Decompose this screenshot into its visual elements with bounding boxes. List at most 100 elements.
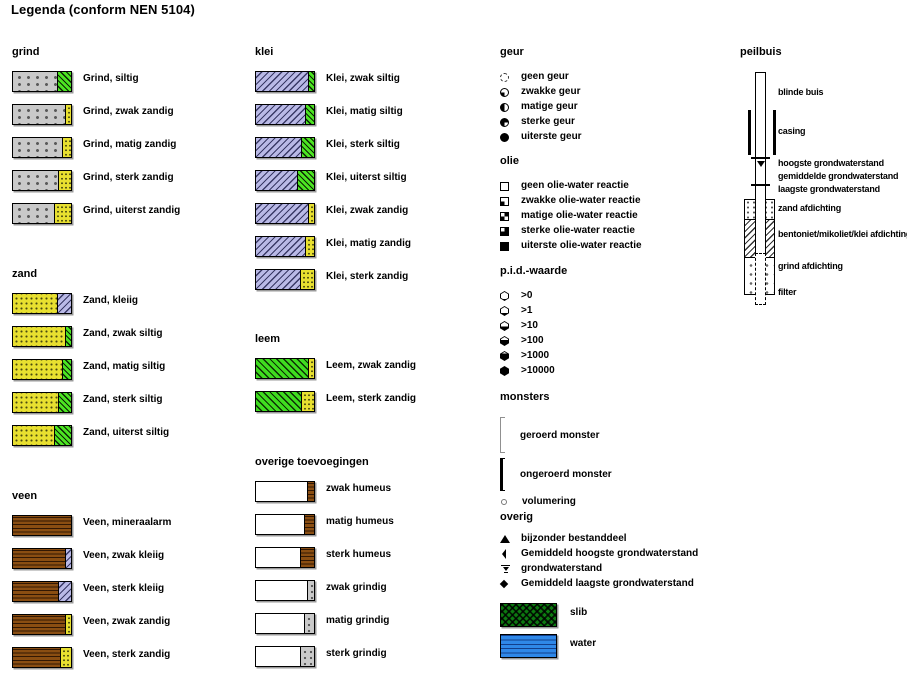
silt-addition — [301, 138, 314, 157]
section-pid-waarde: p.i.d.-waarde >0 >1 >10 >100 >1000 >1000… — [500, 265, 567, 381]
peilbuis-label-filter: filter — [778, 287, 797, 297]
legend-label: matige olie-water reactie — [521, 210, 638, 221]
legend-row: Klei, zwak siltig — [255, 71, 411, 92]
legend-row: Veen, mineraalarm — [12, 515, 171, 536]
sand-addition — [300, 270, 314, 289]
pid-hexagon-icon — [500, 351, 509, 361]
silt-addition — [297, 171, 314, 190]
swatch-veen-mineraalarm — [12, 515, 72, 536]
sand-addition — [301, 392, 314, 411]
sand-addition — [54, 204, 71, 223]
peilbuis-label-bentoniet-afdichting: bentoniet/mikoliet/klei afdichting — [778, 229, 907, 239]
legend-label: geen olie-water reactie — [521, 180, 629, 191]
silt-addition — [304, 105, 314, 124]
swatch-klei-matig-zandig — [255, 236, 315, 257]
legend-label: water — [570, 638, 597, 649]
swatch-zand-matig-siltig — [12, 359, 72, 380]
swatch-veen-zwak-kleiig — [12, 548, 72, 569]
swatch-zand-sterk-siltig — [12, 392, 72, 413]
legend-row: zwakke olie-water reactie — [500, 196, 642, 206]
legend-row: grondwaterstand — [500, 563, 698, 575]
legend-row: zwak grindig — [255, 580, 394, 601]
legend-row: Klei, zwak zandig — [255, 203, 411, 224]
humus-addition — [300, 548, 314, 567]
legend-row: slib — [500, 603, 698, 627]
swatch-slib — [500, 603, 557, 627]
peilbuis-label-grind-afdichting: grind afdichting — [778, 261, 843, 271]
legend-row: Grind, zwak zandig — [12, 104, 180, 125]
legend-label: Grind, zwak zandig — [83, 106, 174, 117]
peilbuis-label-zand-afdichting: zand afdichting — [778, 203, 841, 213]
legend-label: Klei, sterk zandig — [326, 271, 409, 282]
swatch-matig-humeus — [255, 514, 315, 535]
legend-row: geen geur — [500, 72, 582, 82]
legend-label: zwak grindig — [326, 582, 387, 593]
legend-row: Veen, zwak zandig — [12, 614, 171, 635]
legend-label: Zand, uiterst siltig — [83, 427, 170, 438]
legend-row: sterk humeus — [255, 547, 394, 568]
legend-row: Klei, uiterst siltig — [255, 170, 411, 191]
silt-addition — [64, 327, 71, 346]
sand-addition — [307, 359, 314, 378]
lowest-groundwater-tick — [751, 184, 770, 186]
legend-row: Zand, sterk siltig — [12, 392, 169, 413]
legend-label: Leem, zwak zandig — [326, 360, 417, 371]
legend-row: matige olie-water reactie — [500, 211, 642, 221]
swatch-veen-zwak-zandig — [12, 614, 72, 635]
swatch-klei-matig-siltig — [255, 104, 315, 125]
swatch-grind-zwak-zandig — [12, 104, 72, 125]
legend-label: Klei, sterk siltig — [326, 139, 400, 150]
oil-extreme-icon — [500, 241, 509, 251]
legend-label: sterk humeus — [326, 549, 392, 560]
casing-bar-right — [773, 110, 776, 155]
legend-row: Grind, siltig — [12, 71, 180, 92]
section-header-leem: leem — [255, 333, 281, 345]
legend-row: geroerd monster — [500, 417, 612, 453]
oil-moderate-icon — [500, 211, 509, 221]
highest-groundwater-tick — [751, 157, 770, 159]
legend-label: geen geur — [521, 71, 569, 82]
legend-label: slib — [570, 607, 588, 618]
filter-tube — [755, 253, 766, 305]
swatch-water — [500, 634, 557, 658]
legend-row: Klei, sterk zandig — [255, 269, 411, 290]
swatch-grind-matig-zandig — [12, 137, 72, 158]
legend-label: >1 — [521, 305, 533, 316]
legend-label: Zand, matig siltig — [83, 361, 166, 372]
swatch-sterk-humeus — [255, 547, 315, 568]
swatch-sterk-grindig — [255, 646, 315, 667]
pid-hexagon-icon — [500, 306, 509, 316]
legend-row: >1000 — [500, 351, 567, 361]
section-header-pid: p.i.d.-waarde — [500, 265, 568, 277]
swatch-klei-uiterst-siltig — [255, 170, 315, 191]
section-header-peilbuis: peilbuis — [740, 46, 782, 58]
legend-row: Zand, matig siltig — [12, 359, 169, 380]
legend-label: Grind, uiterst zandig — [83, 205, 181, 216]
humus-addition — [304, 515, 314, 534]
legend-label: volumering — [522, 496, 576, 507]
legend-label: Klei, zwak siltig — [326, 73, 400, 84]
legend-label: Grind, siltig — [83, 73, 139, 84]
legend-label: >10 — [521, 320, 538, 331]
legend-label: matige geur — [521, 101, 578, 112]
section-header-olie: olie — [500, 155, 519, 167]
legend-row: sterke olie-water reactie — [500, 226, 642, 236]
legend-label: Veen, zwak zandig — [83, 616, 171, 627]
sand-addition — [304, 237, 314, 256]
odor-strong-icon — [500, 117, 509, 127]
swatch-grind-sterk-zandig — [12, 170, 72, 191]
clay-addition — [64, 549, 71, 568]
pid-hexagon-icon — [500, 321, 509, 331]
legend-row: >1 — [500, 306, 567, 316]
legend-label: >100 — [521, 335, 544, 346]
legend-label: Gemiddeld hoogste grondwaterstand — [521, 548, 699, 559]
section-header-veen: veen — [12, 490, 38, 502]
legend-label: Veen, sterk kleiig — [83, 583, 165, 594]
peilbuis-label-casing: casing — [778, 126, 806, 136]
legend-label: sterk grindig — [326, 648, 387, 659]
legend-label: matig humeus — [326, 516, 394, 527]
legend-label: Zand, zwak siltig — [83, 328, 163, 339]
legend-row: >0 — [500, 291, 567, 301]
mean-lowest-groundwater-icon — [499, 579, 509, 589]
